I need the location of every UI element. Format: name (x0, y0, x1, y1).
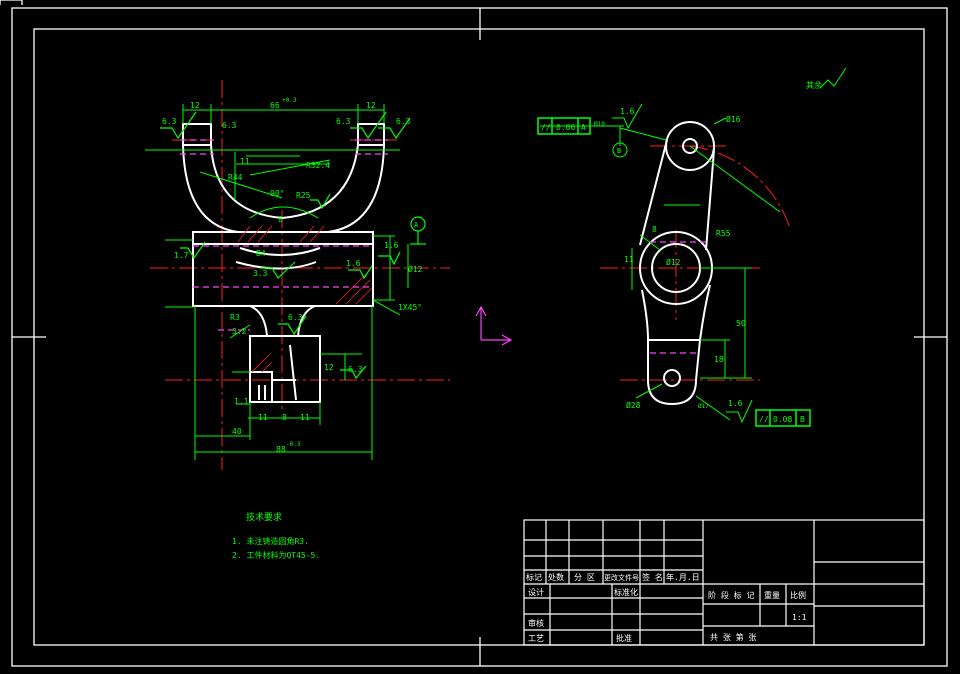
left-fork-outline (182, 123, 385, 403)
dim-r25: R25 (296, 191, 311, 200)
rough-a: 6.3 (162, 117, 177, 126)
fcf-bottom-tol: 0.08 (773, 415, 792, 424)
dim-c3-2: 3.2 (232, 327, 247, 336)
tb-scale: 比例 (790, 590, 806, 600)
datum-a-left: A (414, 221, 419, 229)
dim-chamfer: 1X45° (398, 303, 422, 312)
tb-weight: 重量 (764, 590, 780, 600)
dim-m10: M10 (594, 121, 605, 128)
dim-dia12: Ø12 (408, 264, 423, 274)
dim-top-width-tol: +0.3 (282, 97, 297, 104)
dim-l8-bottom: 8 (282, 413, 287, 422)
dim-l40: 40 (232, 427, 242, 436)
dim-d12: Ø12 (666, 257, 681, 267)
fcf-top-symbol: // (541, 123, 551, 132)
dim-l11b: 11 (300, 413, 310, 422)
sheet-frame (0, 0, 948, 667)
right-labels: // 0.06 A // 0.08 B B M10 1.6 1.6 Ø16 R5… (541, 80, 822, 424)
dim-d28: Ø28 (626, 400, 641, 410)
rough-c: 6.3 (396, 117, 411, 126)
tb-count: 处数 (548, 572, 564, 582)
dim-b4: B4 (256, 249, 266, 258)
left-hidden-lines (180, 139, 388, 331)
right-view: // 0.06 A // 0.08 B B M10 1.6 1.6 Ø16 R5… (537, 67, 847, 427)
tb-scale-value: 1:1 (792, 613, 807, 622)
dim-l11: 11 (624, 255, 634, 264)
rough-d: 6.3 (222, 121, 237, 130)
tb-approve: 批准 (616, 633, 632, 643)
dim-d1: 1.1 (234, 397, 249, 406)
dim-s3: 3.3 (253, 269, 268, 278)
notes-line-1: 1. 未注铸造圆角R3. (232, 536, 309, 546)
dim-r55: R55 (716, 229, 731, 238)
dim-r3: R3 (230, 313, 240, 322)
dim-r44: R44 (228, 173, 243, 182)
tb-stage: 阶 段 标 记 (708, 590, 754, 600)
dim-l18: 18 (714, 355, 724, 364)
dim-top-width: 66 (270, 101, 280, 110)
left-roughness-symbols (160, 111, 426, 380)
notes-line-2: 2. 工件材料为QT45-5. (232, 550, 320, 560)
dim-left-12: 12 (190, 101, 200, 110)
tb-design: 设计 (528, 587, 544, 597)
tb-sign: 签 名 (642, 572, 663, 582)
right-arm-outline (639, 121, 715, 406)
technical-notes: 技术要求 1. 未注铸造圆角R3. 2. 工件材料为QT45-5. (232, 511, 320, 560)
rough-h: 6.3 (348, 365, 363, 374)
dim-d16: Ø16 (726, 114, 741, 124)
tb-check: 审核 (528, 618, 544, 628)
dim-a90: 90° (270, 189, 284, 198)
right-hidden-lines (650, 241, 706, 354)
title-block-frame (523, 519, 925, 646)
left-view: 12 66 +0.3 12 R44 R32.4 R25 90° 8 B4 11 … (145, 80, 450, 470)
left-dimension-labels: 12 66 +0.3 12 R44 R32.4 R25 90° 8 B4 11 … (162, 97, 423, 454)
dim-h12: 12 (324, 363, 334, 372)
fcf-bottom-symbol: // (759, 415, 769, 424)
rough-bottom: 1.6 (728, 399, 743, 408)
rough-b: 6.3 (336, 117, 351, 126)
dim-d17: Ø17 (698, 403, 709, 410)
datum-b: B (617, 147, 621, 155)
dim-l88: 88 (276, 445, 286, 454)
dim-l50: 50 (736, 319, 746, 328)
tb-docno: 更改文件号 (604, 573, 639, 582)
dim-l8-top: 8 (278, 215, 283, 224)
fcf-top-datum: A (581, 123, 586, 132)
rough-top: 1.6 (620, 107, 635, 116)
right-fcf-frames (537, 117, 811, 427)
right-dimension-lines (540, 67, 847, 424)
tb-std: 标准化 (614, 587, 638, 597)
tb-mark: 标记 (526, 572, 542, 582)
fcf-bottom-datum: B (800, 415, 805, 424)
tb-process: 工艺 (528, 634, 544, 643)
ucs-icon (475, 305, 513, 346)
fcf-top-tol: 0.06 (556, 123, 575, 132)
dim-l88-tol: -0.3 (286, 441, 301, 448)
title-block-text: 标记 处数 分 区 更改文件号 签 名 年.月.日 设计 标准化 审核 工艺 批… (526, 572, 807, 643)
rough-g: 1.6 (346, 259, 361, 268)
dim-r32: R32.4 (306, 161, 330, 170)
left-dimension-lines (145, 104, 409, 460)
dim-v17: 1.7 (174, 251, 189, 260)
notes-title: 技术要求 (246, 511, 282, 523)
dim-l8: 8 (652, 225, 657, 234)
left-hatch (237, 225, 373, 373)
tb-date: 年.月.日 (666, 572, 700, 582)
dim-h11: 11 (240, 157, 250, 166)
rough-f: 1.6 (384, 241, 399, 250)
tb-sheets: 共 张 第 张 (710, 632, 756, 642)
tb-zone: 分 区 (574, 573, 595, 582)
dim-right-12: 12 (366, 101, 376, 110)
rough-e: 6.3 (288, 313, 303, 322)
rest-roughness-label: 其余 (806, 80, 822, 90)
dim-l11a: 11 (258, 413, 268, 422)
